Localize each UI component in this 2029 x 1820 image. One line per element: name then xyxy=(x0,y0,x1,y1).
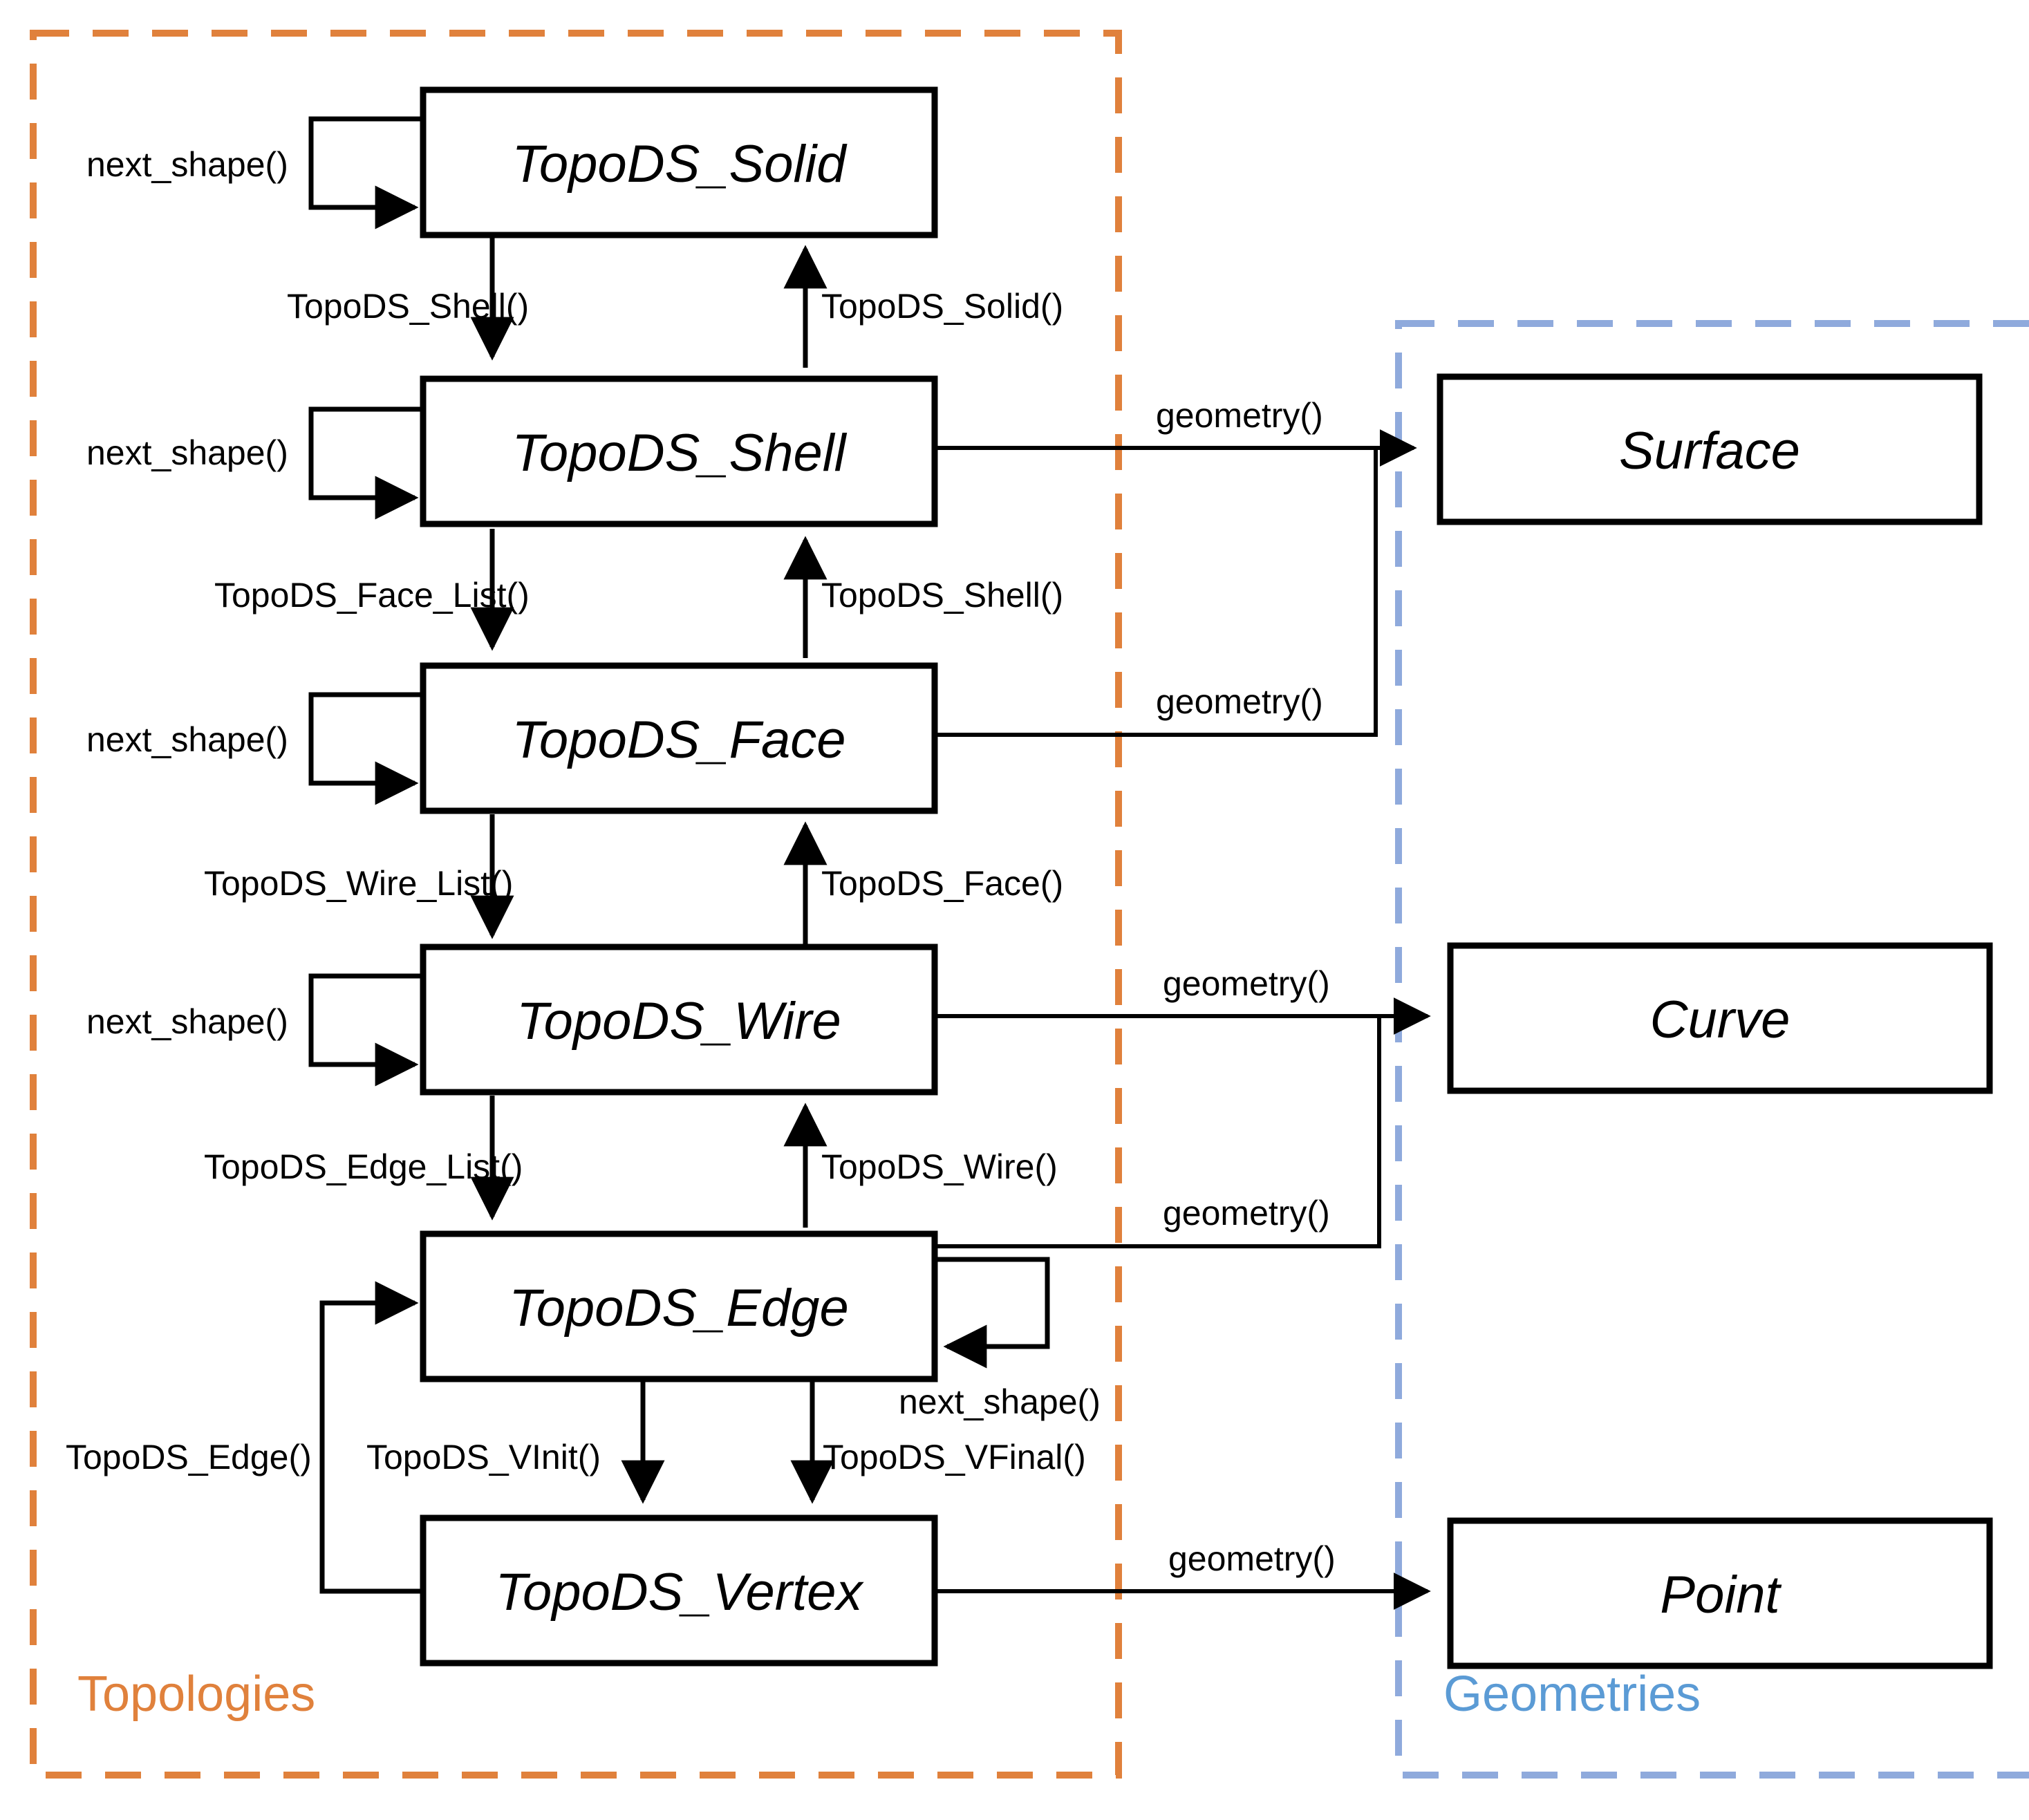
label-vertex-geometry: geometry() xyxy=(1168,1539,1336,1578)
node-topods-edge-label: TopoDS_Edge xyxy=(509,1279,849,1338)
label-wire-geometry: geometry() xyxy=(1163,964,1330,1003)
topologies-group-label: Topologies xyxy=(77,1667,315,1722)
self-loop-face xyxy=(308,692,423,805)
node-point[interactable]: Point xyxy=(1447,1517,1993,1669)
node-topods-vertex[interactable]: TopoDS_Vertex xyxy=(420,1514,938,1667)
node-topods-face-label: TopoDS_Face xyxy=(512,711,845,769)
node-topods-wire-label: TopoDS_Wire xyxy=(516,992,841,1051)
label-face-geometry: geometry() xyxy=(1156,682,1323,721)
label-wire-to-edge: TopoDS_Edge_List() xyxy=(204,1147,523,1186)
label-shell-to-solid: TopoDS_Solid() xyxy=(821,287,1063,326)
label-face-to-shell: TopoDS_Shell() xyxy=(821,576,1063,615)
node-topods-solid[interactable]: TopoDS_Solid xyxy=(420,86,938,238)
line-face-geometry xyxy=(935,448,1378,737)
self-loop-edge xyxy=(935,1257,1050,1369)
label-edge-to-wire: TopoDS_Wire() xyxy=(821,1147,1058,1186)
label-wire-to-face: TopoDS_Face() xyxy=(821,864,1063,903)
node-curve-label: Curve xyxy=(1650,991,1790,1049)
node-topods-shell-label: TopoDS_Shell xyxy=(512,424,847,482)
node-topods-shell[interactable]: TopoDS_Shell xyxy=(420,375,938,527)
node-topods-face[interactable]: TopoDS_Face xyxy=(420,662,938,814)
label-solid-to-shell: TopoDS_Shell() xyxy=(287,287,529,326)
label-face-to-wire: TopoDS_Wire_List() xyxy=(204,864,513,903)
geometries-group-label: Geometries xyxy=(1443,1667,1701,1722)
self-loop-shell xyxy=(308,406,423,520)
label-next-shape-solid: next_shape() xyxy=(86,145,288,184)
arrow-vertex-to-edge xyxy=(319,1281,423,1594)
label-next-shape-face: next_shape() xyxy=(86,720,288,759)
node-topods-wire[interactable]: TopoDS_Wire xyxy=(420,944,938,1096)
label-edge-to-vfinal: TopoDS_VFinal() xyxy=(823,1438,1086,1476)
label-edge-geometry: geometry() xyxy=(1163,1194,1330,1232)
node-surface-label: Surface xyxy=(1619,422,1800,480)
node-surface[interactable]: Surface xyxy=(1437,373,1983,525)
label-next-shape-wire: next_shape() xyxy=(86,1002,288,1041)
line-edge-geometry xyxy=(935,1016,1381,1248)
label-edge-to-vinit: TopoDS_VInit() xyxy=(366,1438,601,1476)
node-curve[interactable]: Curve xyxy=(1447,942,1993,1094)
label-next-shape-edge: next_shape() xyxy=(899,1382,1101,1421)
label-shell-geometry: geometry() xyxy=(1156,396,1323,435)
label-next-shape-shell: next_shape() xyxy=(86,433,288,472)
node-topods-solid-label: TopoDS_Solid xyxy=(512,135,848,194)
node-topods-edge[interactable]: TopoDS_Edge xyxy=(420,1230,938,1382)
self-loop-wire xyxy=(308,973,423,1087)
label-vertex-to-edge: TopoDS_Edge() xyxy=(66,1438,312,1476)
topologies-group-boundary xyxy=(30,30,1122,1779)
node-topods-vertex-label: TopoDS_Vertex xyxy=(496,1563,865,1622)
label-shell-to-face: TopoDS_Face_List() xyxy=(214,576,530,615)
node-point-label: Point xyxy=(1660,1566,1782,1624)
self-loop-solid xyxy=(308,116,423,229)
